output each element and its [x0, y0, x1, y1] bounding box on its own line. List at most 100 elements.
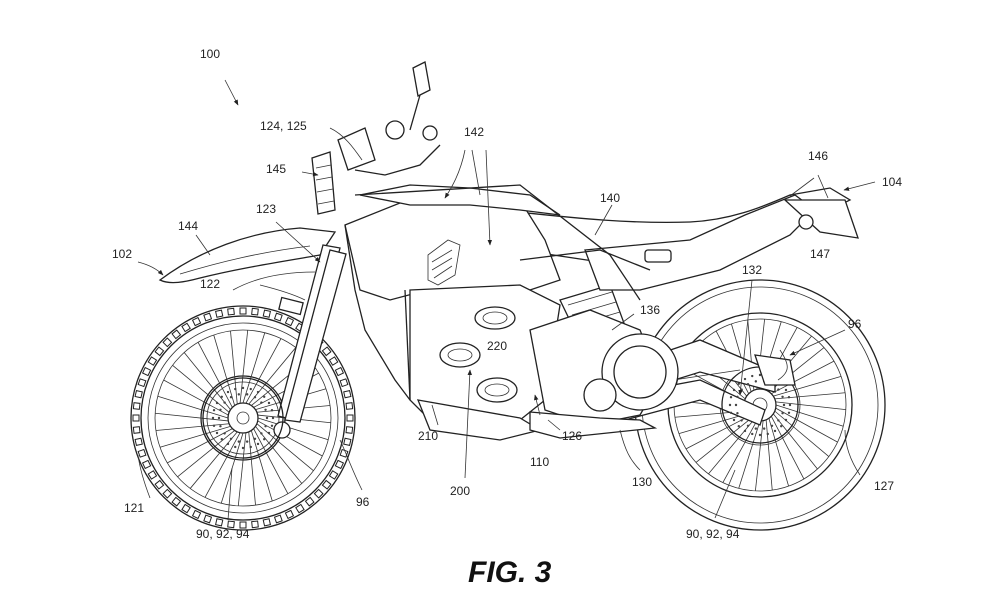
tire-knob [284, 316, 295, 327]
disc-hole [270, 409, 274, 412]
tire-knob [346, 414, 354, 422]
tire-knob [171, 329, 182, 340]
disc-hole [746, 424, 750, 427]
disc-hole [734, 403, 738, 407]
spoke [678, 413, 747, 434]
label-132: 132 [742, 263, 762, 277]
disc-hole [762, 427, 766, 430]
disc-hole [788, 403, 792, 407]
disc-hole [737, 425, 740, 428]
label-210: 210 [418, 429, 438, 443]
disc-hole [241, 446, 245, 450]
label-96-front: 96 [356, 495, 370, 509]
front-forks [273, 244, 347, 439]
disc-hole [740, 419, 743, 422]
tire-knob [328, 356, 339, 366]
label-136: 136 [640, 303, 660, 317]
disc-hole [784, 418, 788, 422]
disc-hole [241, 386, 245, 390]
disc-hole [267, 431, 271, 435]
disc-hole [245, 440, 249, 443]
leader-lines [137, 79, 876, 521]
spoke [770, 416, 805, 480]
label-96-rear: 96 [848, 317, 862, 331]
spoke [722, 420, 758, 483]
tire-knob [132, 402, 141, 410]
spoke [765, 419, 773, 491]
tire-knob [154, 346, 165, 357]
tire-knob [162, 488, 173, 499]
figure-caption: FIG. 3 [468, 556, 552, 589]
tire-knob [214, 518, 224, 527]
tire-knob [137, 378, 147, 388]
spoke [775, 407, 838, 443]
tire-knob [251, 520, 259, 529]
tire-knob [345, 402, 354, 410]
label-121: 121 [124, 501, 144, 515]
disc-hole [732, 418, 736, 422]
spoke [237, 432, 247, 506]
spoke [242, 332, 266, 404]
disc-hole [736, 395, 739, 398]
spoke [775, 404, 844, 427]
disc-hole [270, 424, 274, 427]
disc-hole [751, 374, 754, 378]
disc-hole [781, 412, 784, 415]
disc-hole [729, 396, 733, 399]
disc-hole [219, 425, 222, 428]
disc-hole [787, 396, 791, 399]
disc-hole [773, 429, 777, 433]
rear-brake-disc [721, 354, 799, 444]
spoke [257, 420, 323, 457]
spoke [774, 410, 830, 457]
tire-knob [137, 448, 147, 458]
disc-hole [777, 388, 780, 391]
tire-knob [203, 514, 213, 524]
spoke [768, 418, 789, 487]
label-220: 220 [487, 339, 507, 353]
spoke [163, 379, 229, 416]
label-147: 147 [810, 247, 830, 261]
motor-assembly [529, 309, 679, 439]
disc-hole [217, 416, 221, 420]
front-brake-disc [202, 377, 284, 459]
disc-hole [782, 403, 786, 407]
tire-knob [313, 488, 324, 499]
tire-knob [345, 426, 354, 434]
label-127: 127 [874, 479, 894, 493]
disc-hole [226, 442, 230, 446]
spoke [256, 423, 314, 472]
disc-hole [256, 442, 260, 446]
spoke [738, 420, 761, 489]
spoke [177, 430, 235, 478]
tire-knob [343, 389, 352, 399]
spoke [248, 347, 297, 405]
disc-hole [728, 403, 732, 407]
disc-hole [260, 401, 263, 404]
spoke [257, 417, 329, 441]
spoke [754, 420, 764, 491]
tire-knob [141, 366, 152, 377]
disc-hole [743, 377, 747, 381]
label-200: 200 [450, 484, 470, 498]
spoke [685, 415, 749, 450]
label-126: 126 [562, 429, 582, 443]
headlight [311, 151, 336, 215]
spoke [245, 338, 282, 404]
tire-knob [134, 437, 143, 447]
disc-hole [220, 438, 223, 441]
spoke [230, 330, 238, 405]
tire-knob [262, 309, 272, 318]
tire-knob [328, 470, 339, 480]
disc-hole [220, 395, 223, 398]
disc-hole [229, 396, 233, 399]
disc-hole [226, 390, 230, 394]
tire-knob [132, 414, 140, 422]
label-110: 110 [530, 455, 549, 469]
tire-knob [304, 496, 315, 507]
tire-knob [334, 459, 345, 470]
disc-hole [256, 390, 260, 394]
disc-hole [732, 388, 736, 392]
tire-knob [171, 496, 182, 507]
